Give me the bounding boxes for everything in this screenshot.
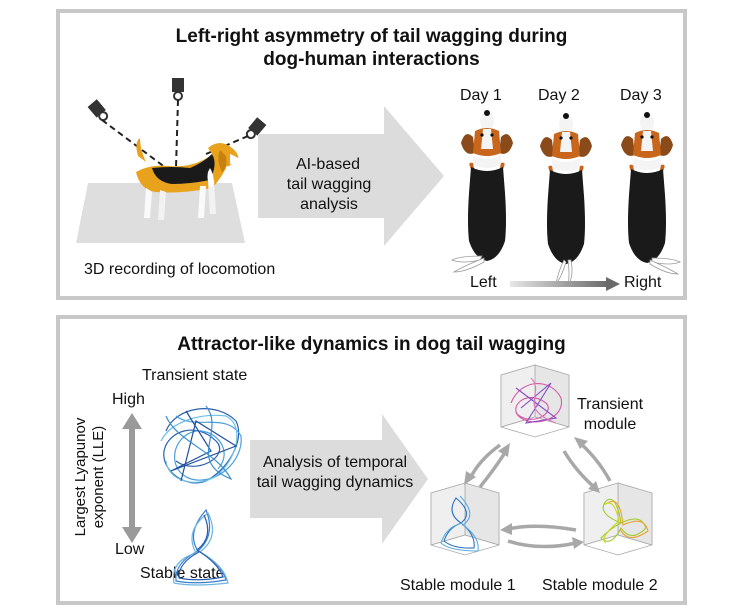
- stable-module-1-cube: [430, 482, 500, 556]
- day-2-label: Day 2: [538, 87, 580, 104]
- transient-module-line2: module: [583, 416, 637, 433]
- camera-icon: [172, 78, 184, 101]
- camera-icon: [87, 99, 109, 122]
- stable-module-1-label: Stable module 1: [400, 577, 516, 594]
- lle-line1: Largest Lyapunov: [72, 417, 89, 537]
- lle-line2: exponent (LLE): [90, 425, 107, 529]
- arrow-text-line1: Analysis of temporal: [262, 454, 408, 471]
- stable-module-2-cube: [583, 482, 653, 556]
- module-network: [430, 364, 653, 556]
- left-label: Left: [470, 274, 497, 291]
- arrow-transient-to-stable1: [468, 443, 502, 480]
- transient-module-line1: Transient: [576, 396, 644, 413]
- panel-left-right-asymmetry: Left-right asymmetry of tail wagging dur…: [56, 9, 687, 300]
- left-right-gradient-arrow: [510, 277, 620, 291]
- camera-icon: [245, 117, 267, 140]
- arrow-transient-to-stable2: [562, 450, 596, 489]
- arrow-stable1-to-stable2: [507, 539, 577, 549]
- panel-attractor-dynamics: Attractor-like dynamics in dog tail wagg…: [56, 315, 687, 605]
- analysis-arrow: [258, 106, 444, 246]
- arrow-text-line1: AI-based: [295, 156, 361, 173]
- lle-double-arrow: [122, 413, 142, 543]
- recording-scene: [76, 78, 267, 243]
- dynamics-analysis-arrow: [250, 414, 428, 544]
- dog-top-icon: [621, 112, 681, 275]
- recording-label: 3D recording of locomotion: [84, 261, 276, 278]
- low-label: Low: [115, 541, 145, 558]
- stable-state-label: Stable state: [140, 565, 225, 582]
- arrow-text-line2: tail wagging dynamics: [256, 474, 414, 491]
- day-3-label: Day 3: [620, 87, 662, 104]
- transient-state-label: Transient state: [142, 367, 248, 384]
- panel-title-line1: Left-right asymmetry of tail wagging dur…: [175, 26, 568, 47]
- transient-module-cube: [500, 364, 570, 438]
- transient-module-label: Transient module: [572, 395, 648, 435]
- day-1-label: Day 1: [460, 87, 502, 104]
- stable-attractor: [172, 508, 229, 586]
- dog-top-icon: [451, 110, 513, 273]
- panel-title-line2: dog-human interactions: [263, 49, 480, 70]
- lle-axis-label: Largest Lyapunov exponent (LLE): [72, 397, 108, 557]
- transient-attractor: [160, 405, 242, 484]
- stable-module-2-label: Stable module 2: [542, 577, 658, 594]
- panel-title: Attractor-like dynamics in dog tail wagg…: [177, 334, 566, 355]
- dog-top-icon: [540, 113, 592, 287]
- dogs-top-view: [451, 110, 681, 287]
- right-label: Right: [624, 274, 662, 291]
- high-label: High: [112, 391, 145, 408]
- dog-side-icon: [136, 138, 242, 220]
- arrow-stable2-to-stable1: [507, 524, 577, 532]
- arrow-text-line2: tail wagging analysis: [286, 176, 372, 213]
